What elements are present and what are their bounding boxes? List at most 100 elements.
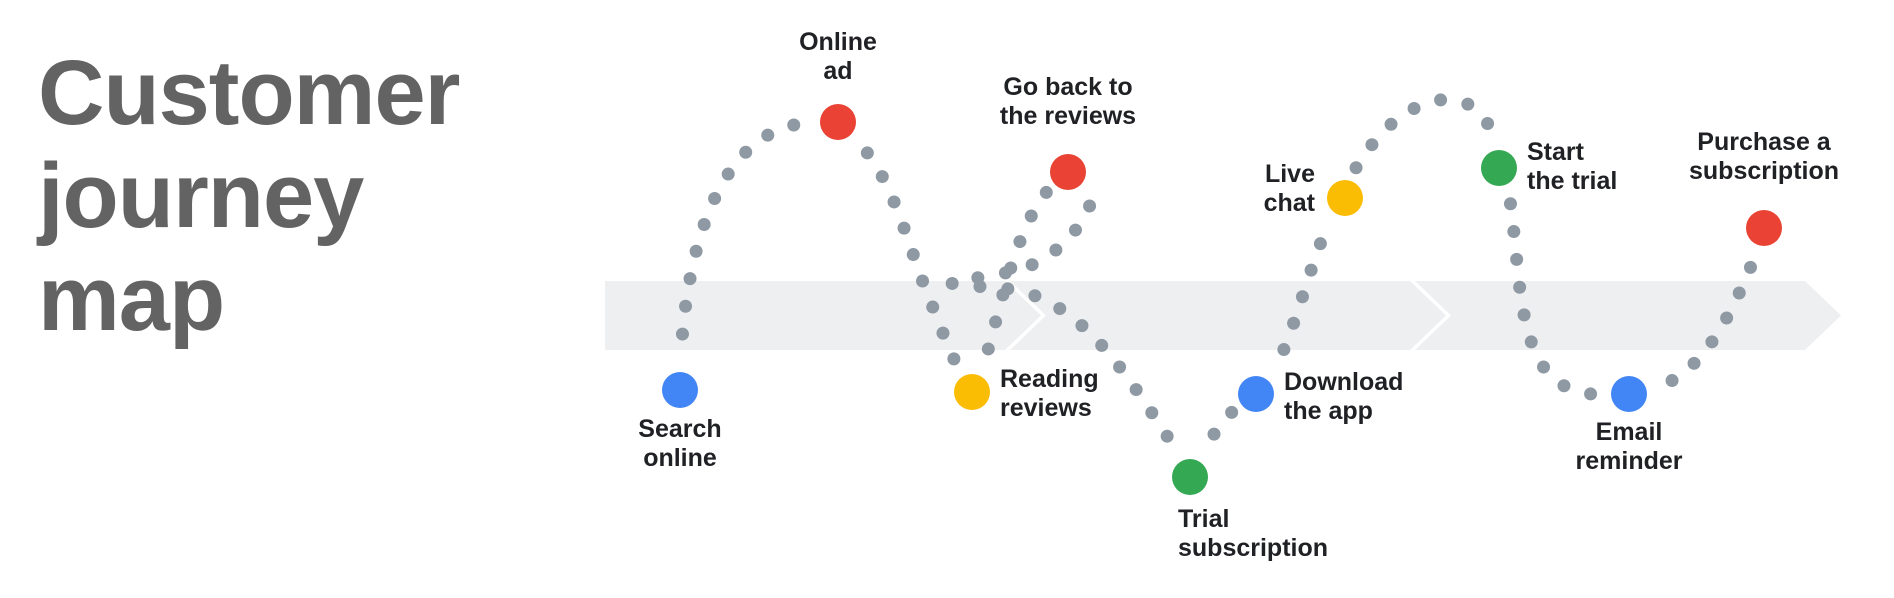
journey-path-dot [1145, 406, 1159, 420]
journey-path-dot [1207, 427, 1221, 441]
journey-path-dot [926, 300, 940, 314]
journey-path-dot [1481, 117, 1495, 131]
journey-path-dot [683, 272, 697, 286]
journey-path-dot [897, 221, 911, 235]
journey-path-dot [739, 145, 753, 159]
journey-path-dot [721, 167, 735, 181]
journey-path-dot [1517, 308, 1531, 322]
milestone-label-email-reminder: Email reminder [1575, 418, 1683, 475]
journey-path-dot [1013, 235, 1027, 249]
journey-path-dot [1160, 429, 1174, 443]
journey-path-dot [708, 192, 722, 206]
journey-path-dot [1720, 311, 1734, 325]
milestone-label-reading-reviews: Reading reviews [1000, 365, 1099, 422]
journey-path-dot [981, 342, 995, 356]
journey-path-dot [1349, 161, 1363, 175]
journey-path-dot [1053, 302, 1067, 316]
journey-path-dot [1287, 316, 1301, 330]
journey-path-dot [1537, 360, 1551, 374]
milestone-label-trial-subscription: Trial subscription [1178, 505, 1329, 562]
journey-path-dot [887, 195, 901, 209]
journey-path-dot [1557, 379, 1571, 393]
journey-path-dot [1365, 138, 1379, 152]
journey-path-dot [1732, 286, 1746, 300]
milestone-label-search-online: Search online [638, 415, 722, 472]
journey-path-dot [1513, 280, 1527, 294]
milestone-dot-live-chat[interactable] [1327, 180, 1363, 216]
page-title-line-2: journey [38, 145, 364, 247]
journey-path-dot [1068, 223, 1082, 237]
stage-band-segment [1010, 281, 1446, 350]
milestone-label-online-ad: Online ad [799, 28, 877, 85]
journey-path-dot [1001, 282, 1015, 296]
journey-path-dot [1277, 343, 1291, 357]
milestone-label-live-chat: Live chat [1263, 160, 1315, 217]
journey-path-dot [1524, 335, 1538, 349]
journey-path-dot [1665, 374, 1679, 388]
journey-path-dot [1461, 97, 1475, 111]
journey-path-dot [973, 279, 987, 293]
milestone-dot-online-ad[interactable] [820, 104, 856, 140]
journey-path-dot [1225, 405, 1239, 419]
milestone-label-go-back-to-reviews: Go back to the reviews [999, 73, 1137, 130]
milestone-dot-search-online[interactable] [662, 372, 698, 408]
journey-path-dot [1024, 209, 1038, 223]
stage-band-segment [605, 281, 1041, 350]
milestone-dot-email-reminder[interactable] [1611, 376, 1647, 412]
journey-path-dot [1705, 335, 1719, 349]
journey-path-dot [945, 276, 959, 290]
journey-path-dot [906, 248, 920, 262]
journey-path-dot [1083, 199, 1097, 213]
journey-path-dot [689, 244, 703, 258]
page-title-line-1: Customer [38, 42, 460, 144]
milestone-dot-reading-reviews[interactable] [954, 374, 990, 410]
milestone-label-download-the-app: Download the app [1284, 368, 1404, 425]
journey-path-dot [1075, 319, 1089, 333]
journey-path-dot [875, 170, 889, 184]
milestone-dot-start-the-trial[interactable] [1481, 150, 1517, 186]
milestone-dot-purchase-subscription[interactable] [1746, 210, 1782, 246]
journey-path-dot [1113, 360, 1127, 374]
journey-path-dot [1510, 252, 1524, 266]
journey-path-dots [675, 93, 1757, 443]
journey-path-dot [860, 146, 874, 160]
journey-path-dot [989, 315, 1003, 329]
journey-path-dot [761, 128, 775, 142]
journey-path-dot [1025, 258, 1039, 272]
journey-path-dot [1129, 383, 1143, 397]
milestone-label-start-the-trial: Start the trial [1527, 138, 1618, 195]
journey-path-dot [936, 326, 950, 340]
journey-path-dot [679, 299, 693, 313]
stage-band-segment [1415, 281, 1841, 350]
journey-path-dot [1384, 117, 1398, 131]
journey-path-dot [675, 327, 689, 341]
stage-band-group [605, 281, 1841, 350]
journey-path-dot [1095, 338, 1109, 352]
journey-path-dot [1434, 93, 1448, 107]
journey-path-dot [998, 266, 1012, 280]
milestone-dot-download-the-app[interactable] [1238, 376, 1274, 412]
journey-path-dot [787, 118, 801, 132]
journey-path-dot [1028, 289, 1042, 303]
journey-path-dot [1313, 237, 1327, 251]
journey-path-dot [1743, 260, 1757, 274]
page-title: Customer journey map [38, 42, 558, 351]
milestone-label-purchase-subscription: Purchase a subscription [1688, 128, 1840, 185]
journey-path-dot [697, 217, 711, 231]
journey-path-dot [1503, 197, 1517, 211]
journey-path-dot [947, 352, 961, 366]
journey-path-dot [1407, 102, 1421, 116]
page-title-line-3: map [38, 248, 225, 350]
journey-path-dot [1687, 356, 1701, 370]
journey-path-dot [1584, 387, 1598, 401]
milestone-dot-trial-subscription[interactable] [1172, 459, 1208, 495]
journey-path-dot [916, 274, 930, 288]
milestone-dot-go-back-to-reviews[interactable] [1050, 154, 1086, 190]
journey-node-dots [662, 104, 1782, 495]
journey-path-dot [1049, 243, 1063, 257]
journey-path-dot [1039, 185, 1053, 199]
journey-path-dot [1507, 225, 1521, 239]
journey-path-dot [1295, 290, 1309, 304]
